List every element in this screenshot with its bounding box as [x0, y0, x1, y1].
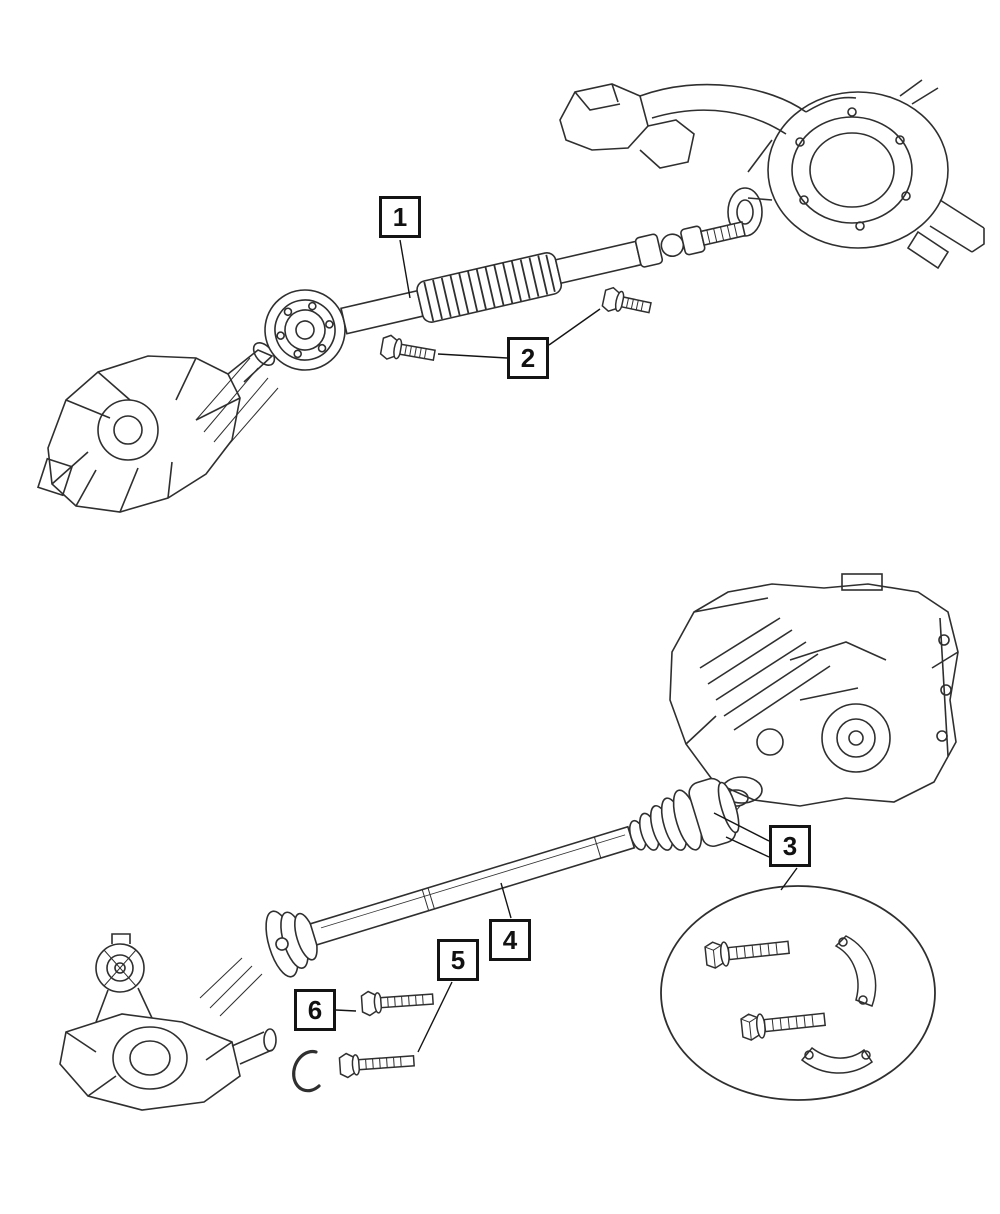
rear-axle-drawing: [559, 79, 985, 270]
detail-bolt-icon-1: [704, 940, 790, 969]
rear-alignment-lines: [195, 357, 279, 451]
transmission-drawing: [36, 341, 276, 513]
front-alignment-lines: [199, 957, 263, 1017]
front-axle-drawing: [59, 933, 277, 1111]
callout-box-2[interactable]: 2: [507, 337, 549, 379]
detail-bolt-icon-2: [740, 1012, 826, 1041]
loose-bolt-icon-upper: [360, 990, 434, 1017]
retainer-strap-icon-1: [834, 935, 877, 1007]
callout-box-3[interactable]: 3: [769, 825, 811, 867]
front-driveshaft-drawing: [265, 777, 740, 978]
flange-bolt-icon-left: [379, 334, 436, 361]
callout-box-1[interactable]: 1: [379, 196, 421, 238]
callout-box-6[interactable]: 6: [294, 989, 336, 1031]
hardware-detail-circle: [660, 885, 936, 1101]
boot-ribs: [423, 254, 556, 322]
flange-bolt-icon-right: [601, 286, 652, 314]
callout-leader-lines: [335, 239, 798, 1053]
snap-ring-icon: [292, 1049, 321, 1093]
flange-bolt-holes: [276, 301, 334, 359]
callout-box-4[interactable]: 4: [489, 919, 531, 961]
rear-driveshaft-drawing: [264, 220, 747, 371]
cv-boot-icon: [628, 789, 703, 851]
loose-bolt-icon-lower: [338, 1052, 415, 1079]
retainer-strap-icon-2: [800, 1046, 874, 1074]
callout-box-5[interactable]: 5: [437, 939, 479, 981]
